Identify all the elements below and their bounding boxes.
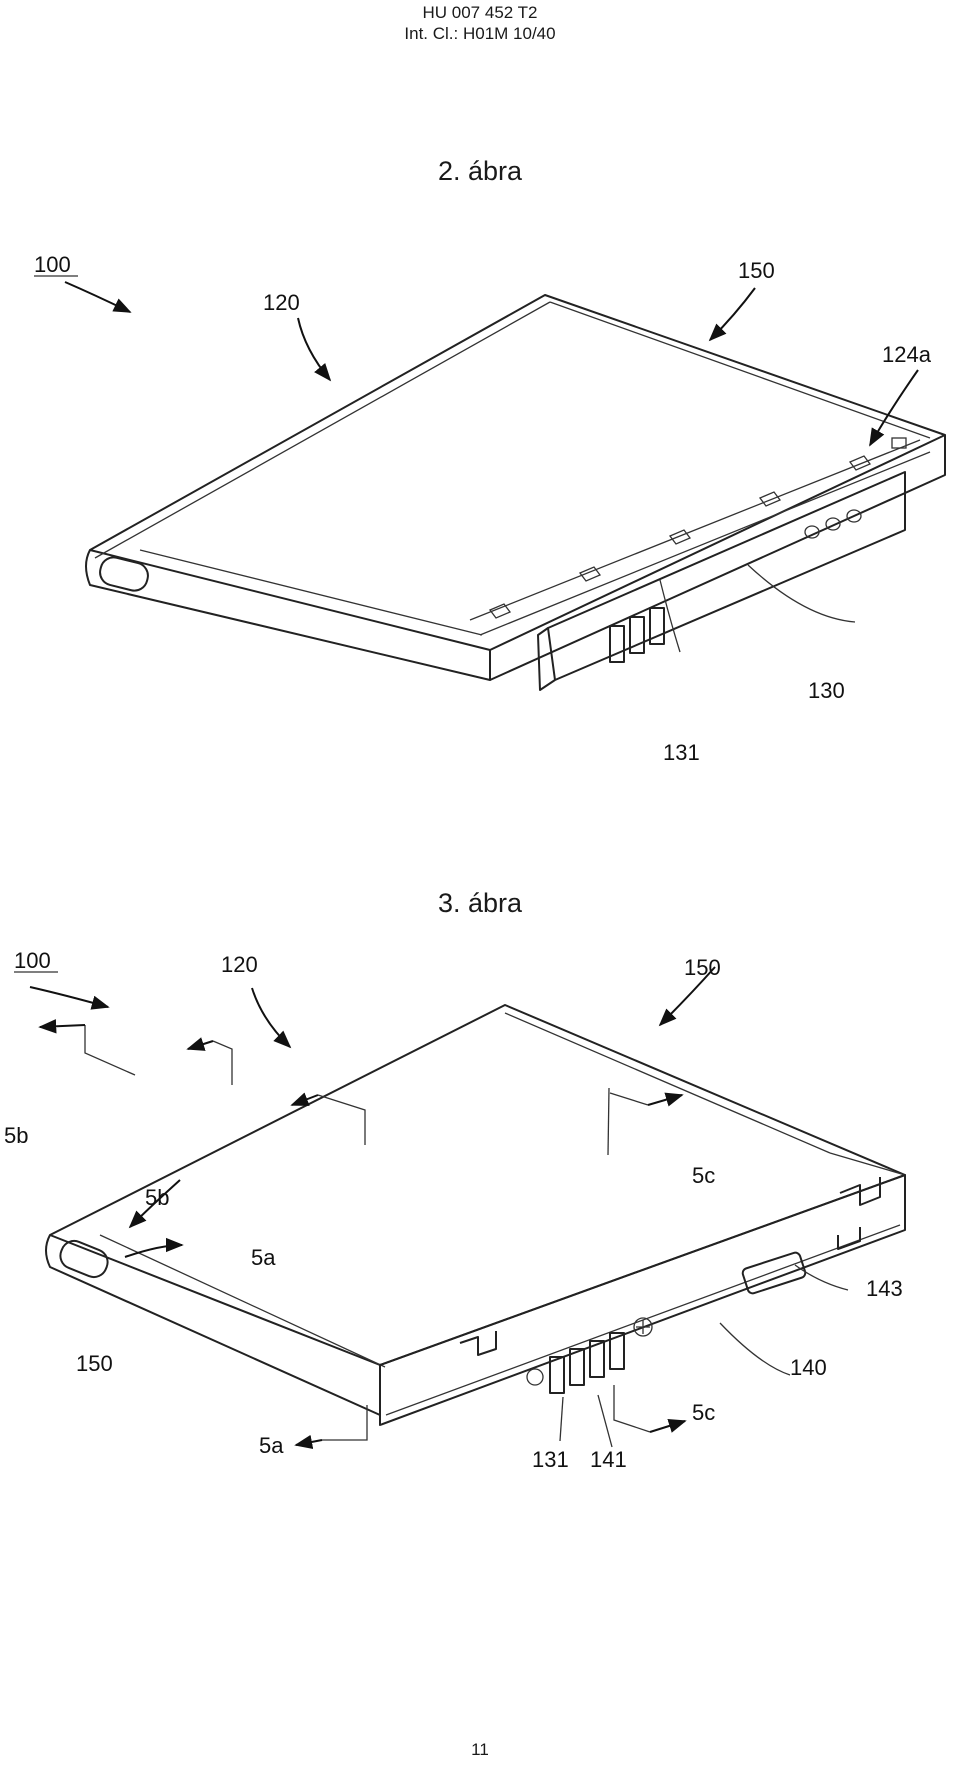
label-5c-bottom: 5c — [692, 1400, 715, 1425]
terminal-cover — [379, 1174, 906, 1426]
figure-2-title: 2. ábra — [437, 156, 523, 186]
contact-terminal — [609, 625, 625, 663]
end-slot — [99, 556, 149, 592]
label-window — [741, 1251, 807, 1295]
label-141: 141 — [590, 1447, 627, 1472]
label-131: 131 — [532, 1447, 569, 1472]
document-number: HU 007 452 T2 — [422, 3, 538, 22]
label-130: 130 — [808, 678, 845, 703]
label-120: 120 — [263, 290, 300, 315]
battery-front-edge — [85, 549, 491, 681]
connector-block — [547, 471, 906, 681]
label-131: 131 — [663, 740, 700, 765]
label-143: 143 — [866, 1276, 903, 1301]
figure-2-drawing: 100 120 150 124a 130 131 — [34, 252, 946, 765]
figure-3-drawing: 100 120 150 5b 5b 5a 5c 143 150 140 5c 5… — [4, 948, 906, 1472]
battery-top-face — [89, 294, 946, 651]
label-5a-top: 5a — [251, 1245, 276, 1270]
label-150-left: 150 — [76, 1351, 113, 1376]
label-5b-outer: 5b — [4, 1123, 28, 1148]
figure-3-title: 3. ábra — [437, 888, 523, 918]
battery-top-face — [49, 1004, 906, 1366]
label-120: 120 — [221, 952, 258, 977]
label-100: 100 — [34, 252, 71, 277]
contact-terminal — [549, 1356, 565, 1394]
label-5a-bottom: 5a — [259, 1433, 284, 1458]
label-150-top: 150 — [684, 955, 721, 980]
label-5c-top: 5c — [692, 1163, 715, 1188]
battery-front-edge — [45, 1234, 381, 1416]
classification-code: Int. Cl.: H01M 10/40 — [404, 24, 556, 43]
label-140: 140 — [790, 1355, 827, 1380]
end-slot — [59, 1239, 109, 1279]
label-124a: 124a — [882, 342, 932, 367]
label-150: 150 — [738, 258, 775, 283]
label-100: 100 — [14, 948, 51, 973]
label-5b-inner: 5b — [145, 1185, 169, 1210]
page-number: 11 — [471, 1740, 489, 1759]
